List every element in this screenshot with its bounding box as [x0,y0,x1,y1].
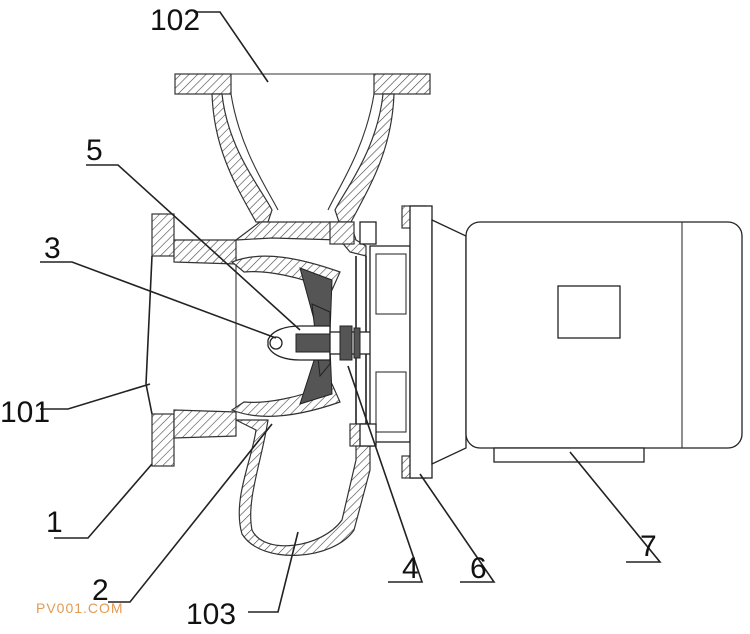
motor [431,218,743,466]
impeller-hub [267,325,331,361]
label-1: 1 [46,506,63,539]
outlet-pipe [174,73,431,223]
label-3: 3 [44,232,61,265]
label-4: 4 [402,552,419,585]
watermark: PV001.COM [36,600,124,616]
label-103: 103 [186,598,236,631]
label-5: 5 [86,134,103,167]
label-2: 2 [92,574,109,607]
label-102: 102 [150,4,200,37]
motor-bracket [359,205,433,479]
label-7: 7 [640,530,657,563]
label-101: 101 [0,396,50,429]
label-6: 6 [470,552,487,585]
impeller [230,255,341,418]
leader-lines [40,11,662,613]
